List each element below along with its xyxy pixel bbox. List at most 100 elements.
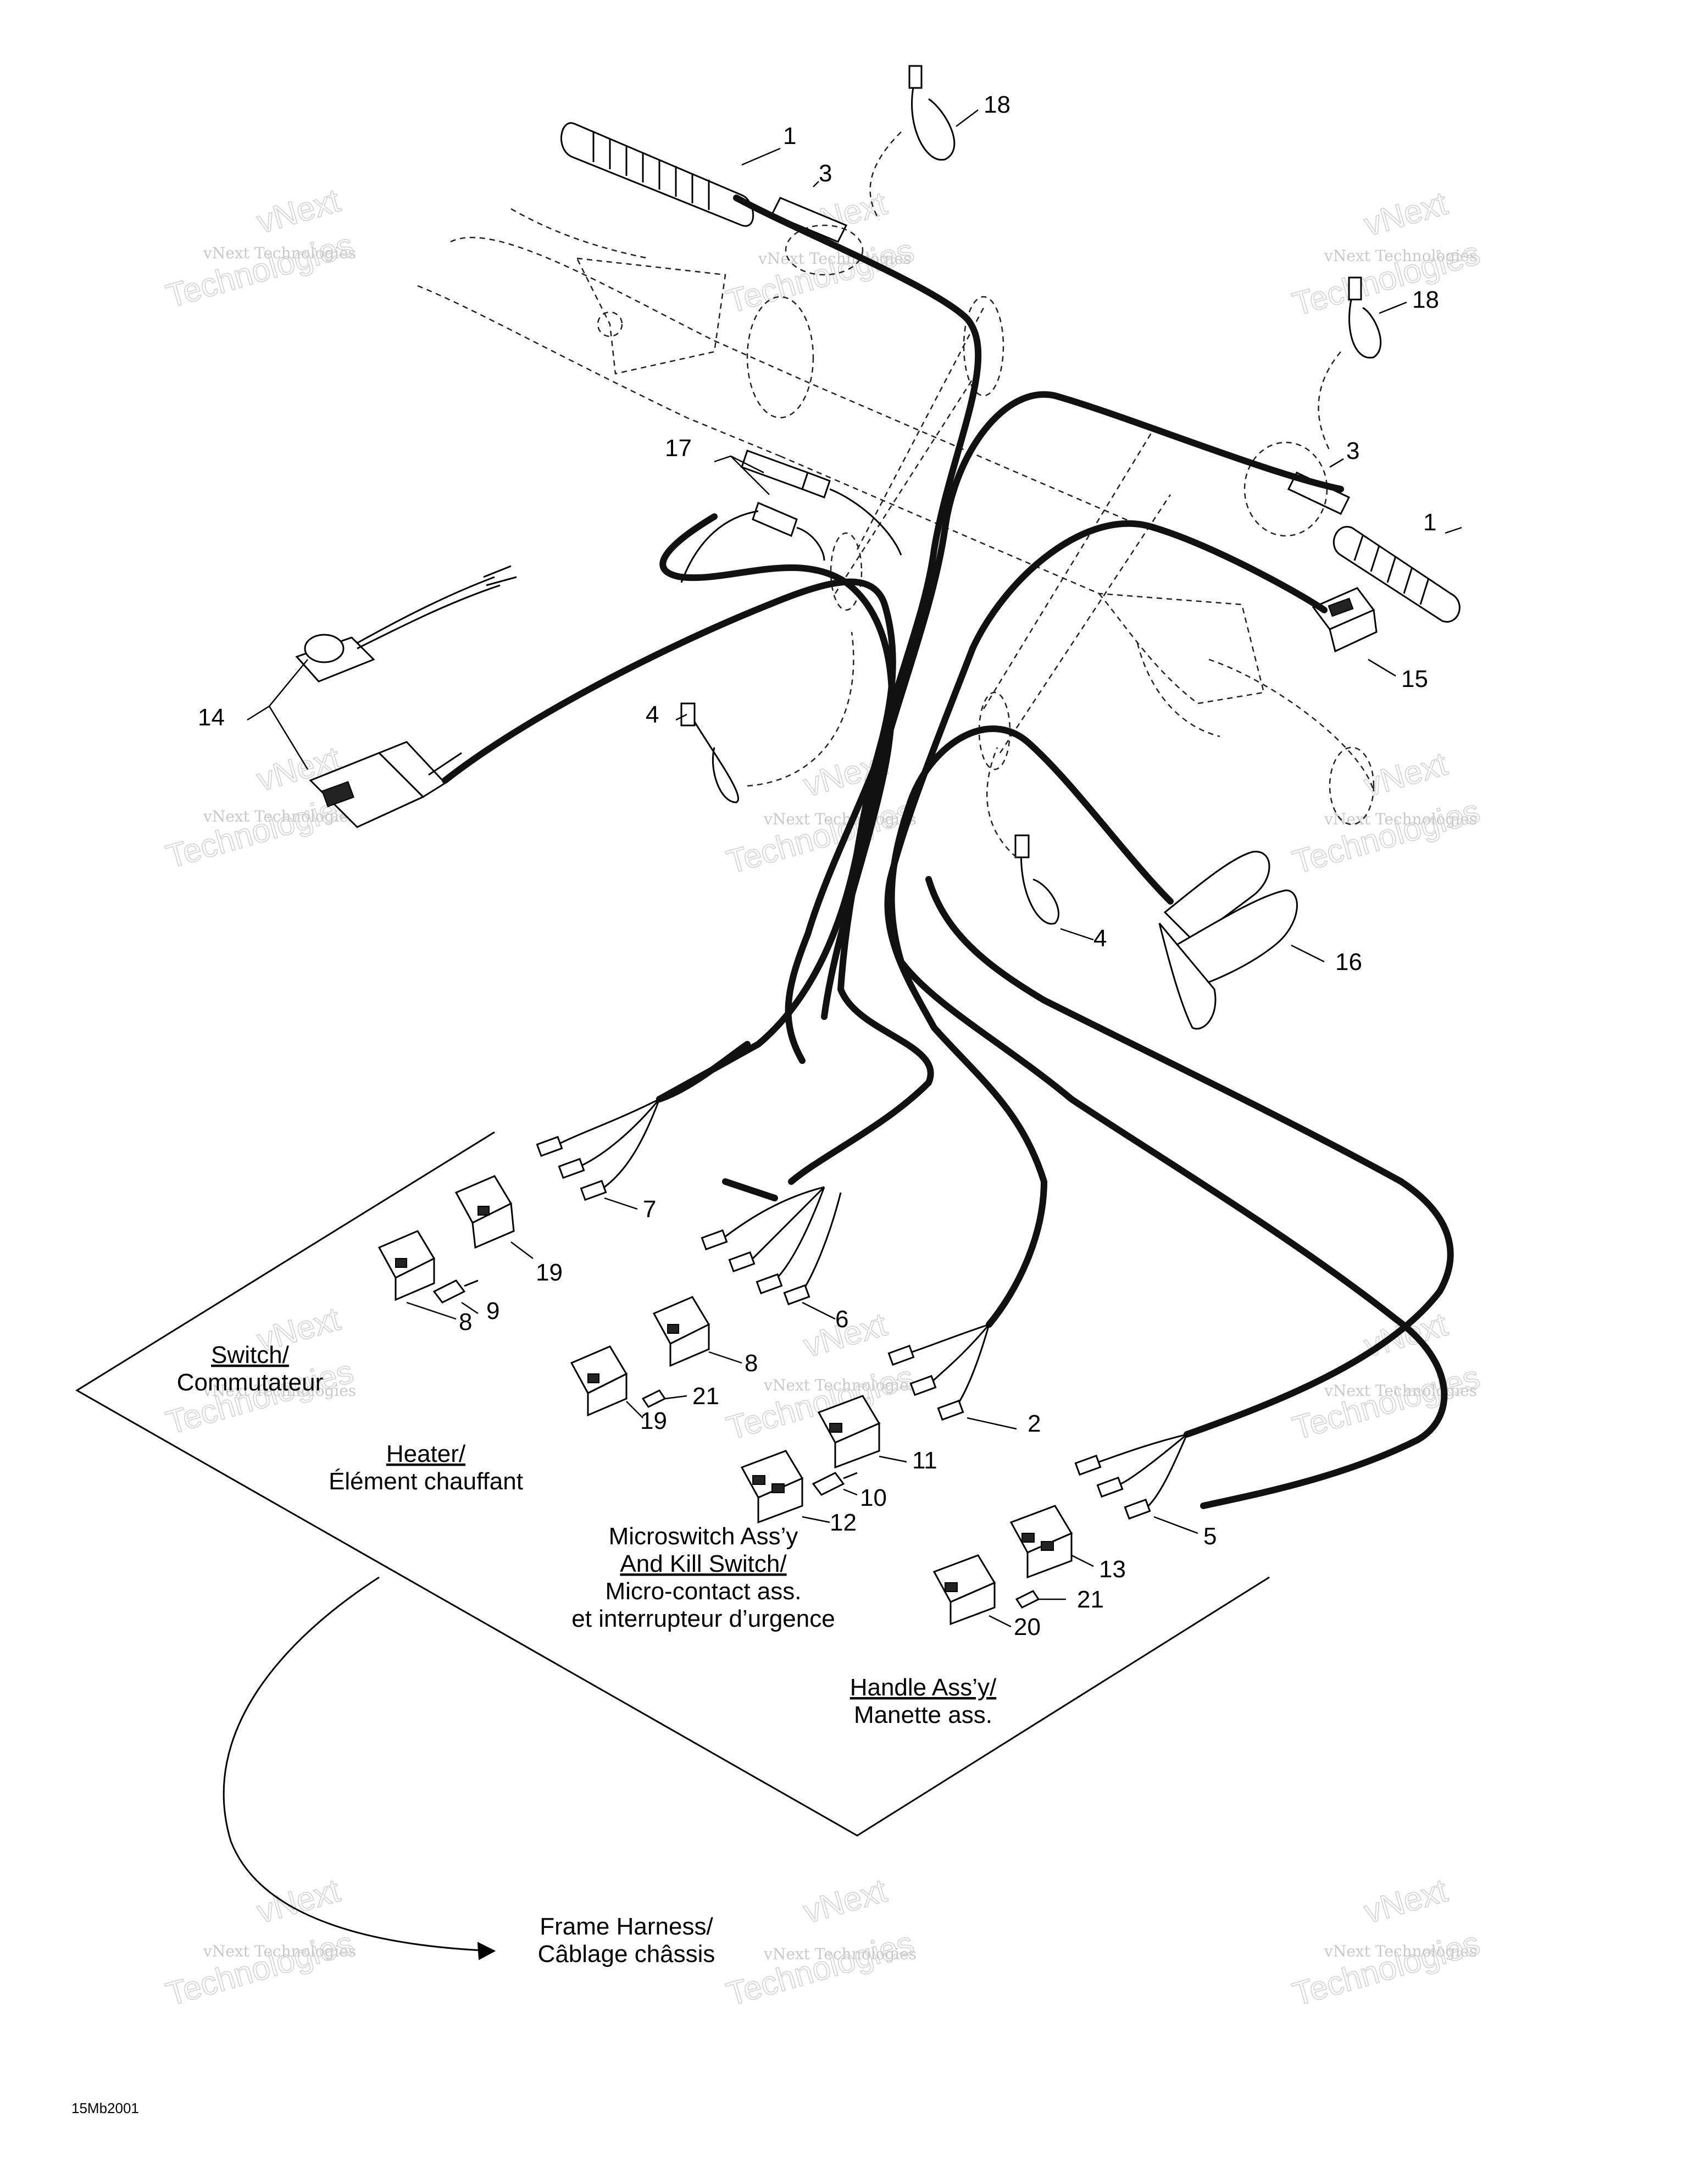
callout-20: 20 xyxy=(1014,1614,1041,1640)
connector-12 xyxy=(740,1450,804,1524)
watermark-company: vNext Technologies xyxy=(203,1382,356,1400)
callout-3-right: 3 xyxy=(1346,437,1359,464)
label-micro-en1: Microswitch Ass’y xyxy=(609,1523,798,1550)
callout-2: 2 xyxy=(1028,1410,1041,1437)
watermark-mark: vNext xyxy=(253,1872,344,1931)
watermark-company: vNext Technologies xyxy=(1324,1382,1477,1400)
callout-1-top: 1 xyxy=(783,123,796,149)
heater-sensor xyxy=(680,450,902,583)
cable-tie-4-right xyxy=(986,747,1059,925)
connector-8-right xyxy=(652,1296,710,1367)
watermark-company: vNext Technologies xyxy=(1324,1942,1477,1960)
terminal-21-left xyxy=(641,1389,667,1408)
terminal-21-right xyxy=(1015,1590,1040,1609)
base-plate xyxy=(75,1131,1270,1837)
watermark-mark: vNext xyxy=(1360,1872,1451,1931)
terminal-group-5 xyxy=(1074,1433,1188,1520)
watermark-mid-right: vNext vNext Technologies Technologies xyxy=(1288,745,1484,881)
handle-grip-left xyxy=(560,122,754,227)
watermark-mark: vNext xyxy=(1360,1306,1451,1365)
watermark-company: vNext Technologies xyxy=(1324,247,1477,265)
label-handle-en: Handle Ass’y/ xyxy=(850,1674,997,1701)
callout-4-right: 4 xyxy=(1093,925,1107,952)
watermark-company: vNext Technologies xyxy=(763,1945,917,1963)
section-labels: Switch/ Commutateur Heater/ Élément chau… xyxy=(177,1342,997,1967)
handle-grip-right xyxy=(1332,526,1461,623)
watermark-mark: vNext xyxy=(1360,185,1451,243)
watermark-company: vNext Technologies xyxy=(203,807,356,825)
callout-10: 10 xyxy=(860,1484,887,1511)
label-micro-fr2: et interrupteur d’urgence xyxy=(571,1605,835,1632)
watermark-big: Technologies xyxy=(723,232,918,320)
callout-8-left: 8 xyxy=(459,1309,472,1335)
callout-13: 13 xyxy=(1099,1556,1126,1583)
label-micro-en2: And Kill Switch/ xyxy=(620,1550,787,1577)
connector-19-top xyxy=(454,1175,515,1249)
harness-wires xyxy=(442,195,1454,1509)
cable-tie-4-left xyxy=(680,631,854,803)
callout-5: 5 xyxy=(1203,1523,1217,1550)
watermark-big: Technologies xyxy=(1289,792,1484,881)
connector-13 xyxy=(1009,1505,1073,1579)
callout-11: 11 xyxy=(912,1447,937,1474)
watermark-company: vNext Technologies xyxy=(758,250,911,268)
throttle-lever-16 xyxy=(1158,851,1298,1030)
callout-16: 16 xyxy=(1335,949,1362,975)
label-frame-en: Frame Harness/ xyxy=(540,1913,713,1940)
watermark-company: vNext Technologies xyxy=(1324,810,1477,828)
watermark-low-right: vNext vNext Technologies Technologies xyxy=(1288,1305,1484,1447)
watermark-top-right: vNext vNext Technologies Technologies xyxy=(1288,184,1484,323)
callout-14: 14 xyxy=(198,704,225,731)
callout-7: 7 xyxy=(643,1196,656,1223)
watermark-mark: vNext xyxy=(799,1872,891,1931)
callout-15: 15 xyxy=(1401,666,1428,692)
cable-tie-18-top xyxy=(869,65,956,220)
watermark-bottom-left: vNext vNext Technologies Technologies xyxy=(162,1871,358,2013)
watermark-big: Technologies xyxy=(1289,1925,1484,2013)
label-switch-en: Switch/ xyxy=(211,1342,290,1368)
switch-part-14 xyxy=(295,565,517,828)
watermark-company: vNext Technologies xyxy=(763,1376,917,1394)
callout-21-left: 21 xyxy=(692,1383,719,1410)
callout-8-right: 8 xyxy=(745,1350,758,1377)
terminal-group-7 xyxy=(536,1098,660,1201)
watermark-big: Technologies xyxy=(723,1925,918,2013)
callout-21-right: 21 xyxy=(1077,1586,1104,1613)
connector-8-left xyxy=(377,1230,436,1301)
label-frame-fr: Câblage châssis xyxy=(538,1941,715,1967)
connector-20 xyxy=(932,1554,996,1626)
callout-19-bottom: 19 xyxy=(640,1407,667,1434)
callout-18-top: 18 xyxy=(984,91,1010,118)
callout-9: 9 xyxy=(486,1298,499,1324)
handlebar-phantom xyxy=(417,208,1375,825)
watermark-company: vNext Technologies xyxy=(203,244,356,262)
callout-18-right: 18 xyxy=(1412,286,1439,313)
watermark-top-left: vNext vNext Technologies Technologies xyxy=(162,181,358,315)
terminal-group-2 xyxy=(887,1323,990,1421)
label-micro-fr1: Micro-contact ass. xyxy=(606,1578,802,1605)
watermark-bottom-right: vNext vNext Technologies Technologies xyxy=(1288,1871,1484,2013)
label-heater-en: Heater/ xyxy=(386,1440,466,1467)
connector-11 xyxy=(817,1395,881,1469)
callout-3-top: 3 xyxy=(819,160,832,187)
watermark-big: Technologies xyxy=(1289,1359,1484,1447)
callout-17: 17 xyxy=(665,435,692,462)
callout-4-left: 4 xyxy=(646,701,659,728)
watermark-company: vNext Technologies xyxy=(203,1942,356,1960)
callouts: 1 1 2 3 3 4 4 5 6 7 8 8 9 10 11 12 13 14… xyxy=(198,91,1439,1640)
terminal-10 xyxy=(812,1472,858,1496)
microswitch-part-15 xyxy=(1312,587,1378,653)
terminal-9 xyxy=(432,1279,479,1304)
watermark-big: Technologies xyxy=(162,226,357,315)
callout-19-top: 19 xyxy=(536,1259,563,1286)
callout-6: 6 xyxy=(835,1306,848,1333)
label-handle-fr: Manette ass. xyxy=(854,1701,992,1728)
callout-12: 12 xyxy=(830,1509,857,1536)
watermark-big: Technologies xyxy=(723,792,918,881)
diagram-code: 15Mb2001 xyxy=(71,2100,139,2116)
tube-left xyxy=(770,197,864,276)
leader-lines xyxy=(247,109,1462,1628)
watermark-mark: vNext xyxy=(1360,745,1451,804)
callout-1-right: 1 xyxy=(1423,509,1436,536)
